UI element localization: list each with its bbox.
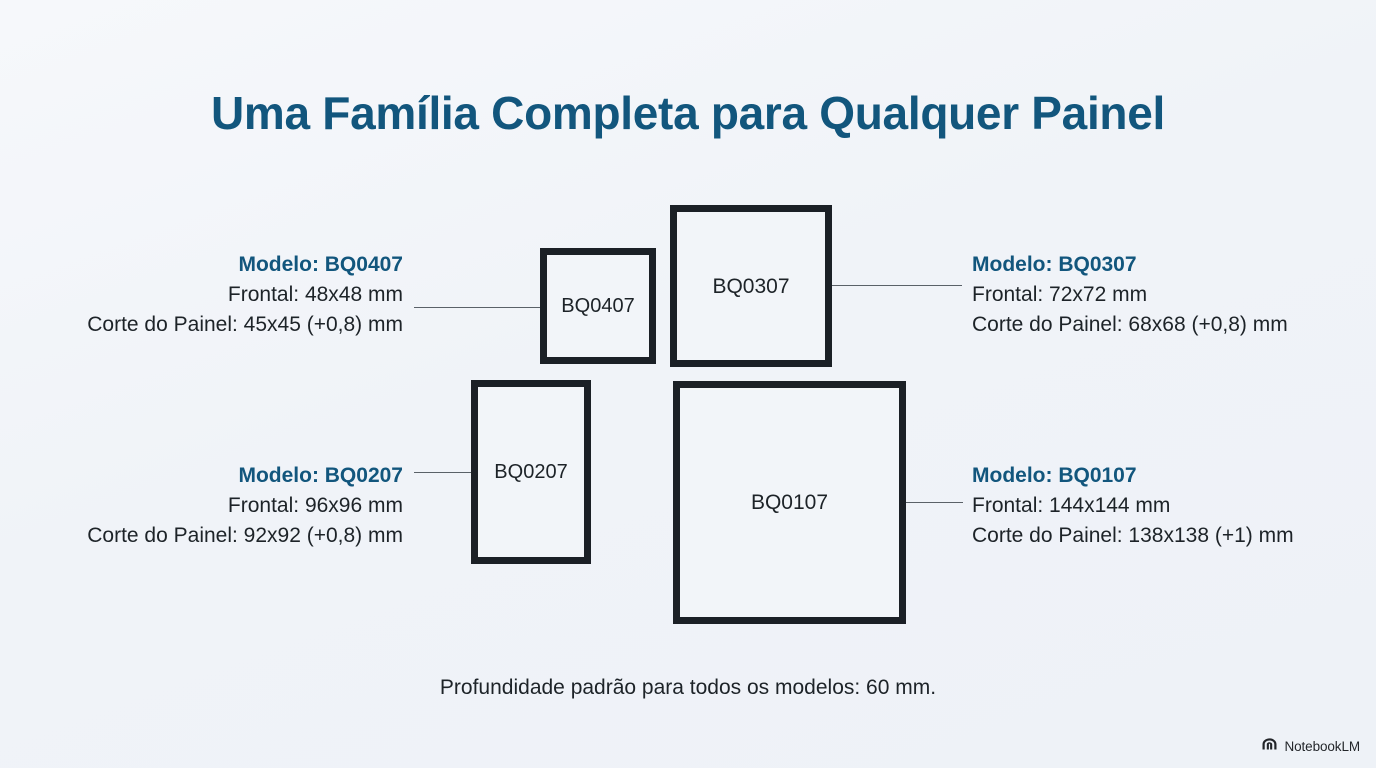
page-title: Uma Família Completa para Qualquer Paine… xyxy=(211,87,1165,139)
connector-line-bq0107 xyxy=(905,502,963,503)
notebooklm-label: NotebookLM xyxy=(1284,739,1360,754)
panel-square-bq0407: BQ0407 xyxy=(540,248,656,364)
callout-panel-cut-spec: Corte do Painel: 138x138 (+1) mm xyxy=(972,524,1294,548)
callout-bq0107: Modelo: BQ0107 Frontal: 144x144 mm Corte… xyxy=(972,461,1294,551)
notebooklm-watermark: NotebookLM xyxy=(1261,737,1360,756)
callout-bq0407: Modelo: BQ0407 Frontal: 48x48 mm Corte d… xyxy=(87,250,403,340)
callout-panel-cut-spec: Corte do Painel: 45x45 (+0,8) mm xyxy=(87,313,403,337)
connector-line-bq0407 xyxy=(414,307,541,308)
callout-frontal-spec: Frontal: 144x144 mm xyxy=(972,494,1171,518)
connector-line-bq0307 xyxy=(831,285,962,286)
callout-model-name: Modelo: BQ0107 xyxy=(972,464,1137,487)
panel-square-label: BQ0307 xyxy=(712,274,790,298)
callout-frontal-spec: Frontal: 96x96 mm xyxy=(227,494,403,518)
callout-model-name: Modelo: BQ0307 xyxy=(972,253,1137,276)
notebooklm-icon xyxy=(1261,737,1278,756)
depth-footnote: Profundidade padrão para todos os modelo… xyxy=(439,676,937,699)
callout-bq0307: Modelo: BQ0307 Frontal: 72x72 mm Corte d… xyxy=(972,250,1288,340)
panel-square-bq0307: BQ0307 xyxy=(670,205,832,367)
callout-frontal-spec: Frontal: 72x72 mm xyxy=(972,283,1148,307)
panel-square-label: BQ0207 xyxy=(494,461,568,483)
callout-model-name: Modelo: BQ0207 xyxy=(238,464,403,487)
connector-line-bq0207 xyxy=(414,472,472,473)
callout-panel-cut-spec: Corte do Painel: 68x68 (+0,8) mm xyxy=(972,313,1288,337)
callout-frontal-spec: Frontal: 48x48 mm xyxy=(227,283,403,307)
panel-square-label: BQ0407 xyxy=(561,295,635,317)
panel-square-label: BQ0107 xyxy=(750,491,829,514)
panel-square-bq0207: BQ0207 xyxy=(471,380,591,564)
panel-square-bq0107: BQ0107 xyxy=(673,381,906,624)
callout-model-name: Modelo: BQ0407 xyxy=(238,253,403,276)
callout-bq0207: Modelo: BQ0207 Frontal: 96x96 mm Corte d… xyxy=(87,461,403,551)
callout-panel-cut-spec: Corte do Painel: 92x92 (+0,8) mm xyxy=(87,524,403,548)
